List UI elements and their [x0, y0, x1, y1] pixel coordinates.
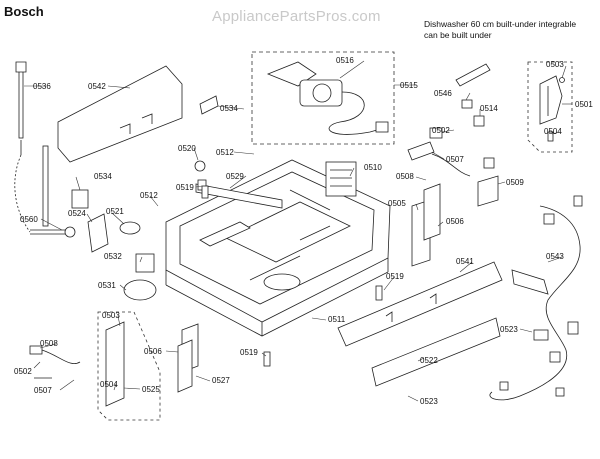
part-label-0501: 0501	[575, 100, 593, 109]
description-line-2: can be built under	[424, 30, 492, 40]
part-label-0507-b: 0507	[34, 386, 52, 395]
switch-bar-part	[429, 63, 491, 139]
part-label-0529: 0529	[226, 172, 244, 181]
part-label-0536: 0536	[33, 82, 51, 91]
part-label-0506: 0506	[446, 217, 464, 226]
part-label-0503: 0503	[546, 60, 564, 69]
hinge-group-box-left	[97, 311, 161, 421]
part-number-labels: 0536 0542 0534 0516 0515 0546 0503 0501 …	[14, 56, 593, 406]
small-parts-left	[71, 95, 219, 301]
kick-panel-upper-part	[337, 261, 503, 347]
part-label-0505: 0505	[388, 199, 406, 208]
part-label-0525: 0525	[142, 385, 160, 394]
insulation-panel-part	[57, 65, 183, 163]
pump-assembly-group-box	[251, 51, 395, 145]
part-label-0512-b: 0512	[140, 191, 158, 200]
description-line-1: Dishwasher 60 cm built-under integrable	[424, 19, 577, 29]
part-label-0541: 0541	[456, 257, 474, 266]
part-label-0522: 0522	[420, 356, 438, 365]
part-label-0510: 0510	[364, 163, 382, 172]
part-label-0532: 0532	[104, 252, 122, 261]
part-label-0523: 0523	[500, 325, 518, 334]
part-label-0560: 0560	[20, 215, 38, 224]
hinge-group-box-right	[527, 61, 573, 153]
part-label-0512: 0512	[216, 148, 234, 157]
part-label-0534-b: 0534	[94, 172, 112, 181]
drain-pump-part	[266, 61, 389, 135]
part-label-0543: 0543	[546, 252, 564, 261]
spray-arm-bar-part	[195, 183, 283, 209]
part-label-0515: 0515	[400, 81, 418, 90]
part-label-0534: 0534	[220, 104, 238, 113]
door-lock-part	[407, 141, 499, 207]
part-label-0524: 0524	[68, 209, 86, 218]
watermark: AppliancePartsPros.com	[212, 8, 381, 25]
part-label-0531: 0531	[98, 281, 116, 290]
part-label-0503-b: 0503	[102, 311, 120, 320]
part-label-0521: 0521	[106, 207, 124, 216]
part-label-0507: 0507	[446, 155, 464, 164]
part-label-0514: 0514	[480, 104, 498, 113]
part-label-0542: 0542	[88, 82, 106, 91]
wire-harness-part	[489, 195, 583, 401]
diagram-description: Dishwasher 60 cm built-under integrable …	[424, 19, 596, 41]
part-label-0504-b: 0504	[100, 380, 118, 389]
part-label-0519: 0519	[176, 183, 194, 192]
part-label-0519-c: 0519	[240, 348, 258, 357]
leader-lines	[24, 60, 572, 402]
lower-brackets	[29, 185, 383, 407]
base-frame-part	[165, 159, 391, 337]
hinge-bracket-part	[411, 183, 441, 267]
door-hinge-right-part	[539, 75, 565, 142]
part-label-0504: 0504	[544, 127, 562, 136]
spray-arm-shaft-part	[14, 61, 76, 238]
part-label-0516: 0516	[336, 56, 354, 65]
part-label-0508-b: 0508	[40, 339, 58, 348]
part-label-0509: 0509	[506, 178, 524, 187]
part-label-0511: 0511	[328, 315, 346, 324]
part-label-0502: 0502	[432, 126, 450, 135]
part-label-0502-b: 0502	[14, 367, 32, 376]
part-label-0520: 0520	[178, 144, 196, 153]
brand-name: Bosch	[4, 4, 44, 19]
part-label-0523-b: 0523	[420, 397, 438, 406]
kick-panel-lower-part	[371, 317, 501, 387]
part-label-0508: 0508	[396, 172, 414, 181]
part-label-0519-b: 0519	[386, 272, 404, 281]
part-label-0546: 0546	[434, 89, 452, 98]
part-label-0506-b: 0506	[144, 347, 162, 356]
part-label-0527: 0527	[212, 376, 230, 385]
